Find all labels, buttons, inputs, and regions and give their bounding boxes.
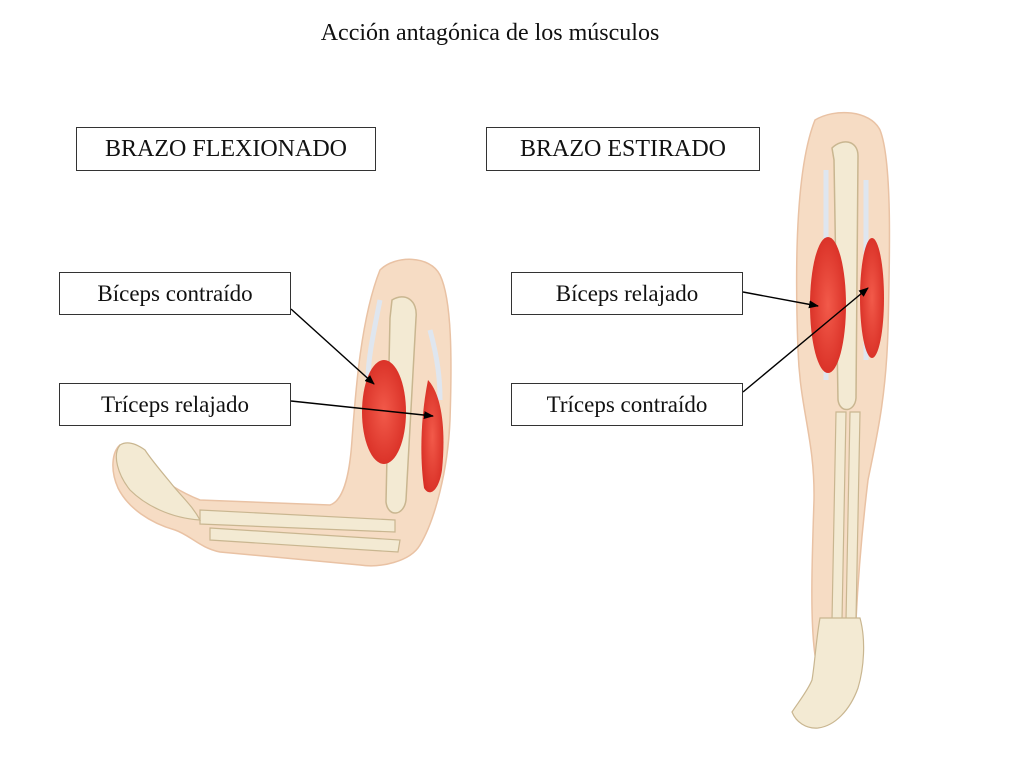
diagram-title: Acción antagónica de los músculos <box>320 20 660 46</box>
label-biceps-relaxed: Bíceps relajado <box>511 272 743 315</box>
label-triceps-relaxed: Tríceps relajado <box>59 383 291 426</box>
extended-biceps-muscle <box>810 237 846 373</box>
flexed-biceps-muscle <box>362 360 406 464</box>
flexed-ulna-bone <box>209 527 401 553</box>
flexed-tendon <box>427 329 443 401</box>
label-biceps-contracted: Bíceps contraído <box>59 272 291 315</box>
extended-triceps-muscle <box>860 238 884 358</box>
extended-hand <box>791 617 865 729</box>
flexed-triceps-muscle <box>421 380 444 493</box>
flexed-arm-skin <box>112 258 452 567</box>
arrow-biceps-contracted <box>290 308 375 385</box>
arrow-biceps-relaxed <box>742 291 819 309</box>
flexed-tendon <box>365 299 383 381</box>
flexed-arm-header: BRAZO FLEXIONADO <box>76 127 376 171</box>
flexed-hand <box>115 442 202 521</box>
label-triceps-contracted: Tríceps contraído <box>511 383 743 426</box>
arrow-triceps-relaxed <box>290 400 434 420</box>
arrow-triceps-contracted <box>742 287 869 393</box>
flexed-arm-illustration <box>112 258 452 567</box>
extended-arm-header: BRAZO ESTIRADO <box>486 127 760 171</box>
extended-arm-illustration <box>791 111 891 729</box>
